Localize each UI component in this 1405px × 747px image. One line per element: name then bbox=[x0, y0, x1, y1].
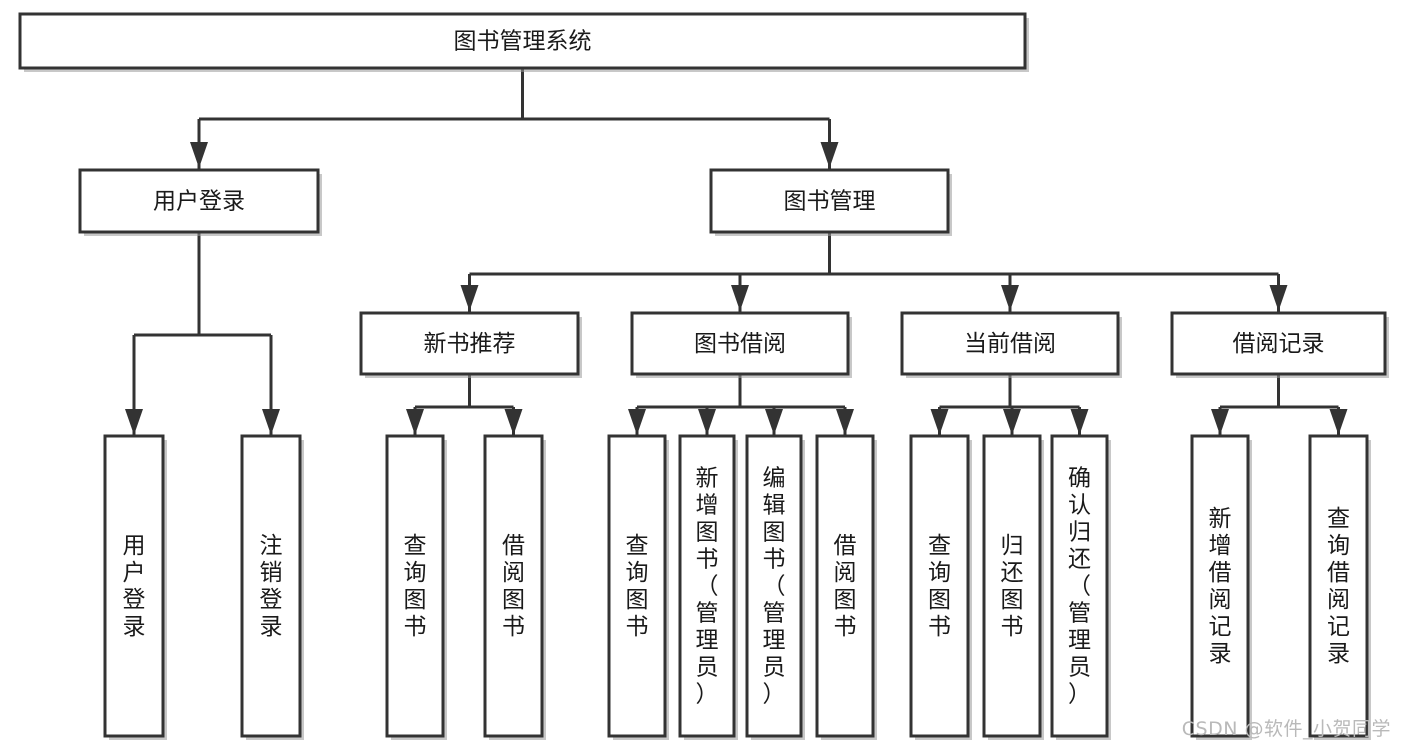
arrow-head-icon bbox=[698, 409, 716, 435]
node-leaf-borrow-book-2-label: 借阅图书 bbox=[834, 533, 857, 640]
node-leaf-query-book-2-box[interactable] bbox=[607, 434, 667, 738]
node-user-login-box[interactable] bbox=[78, 168, 320, 234]
node-leaf-add-book-box[interactable] bbox=[678, 434, 736, 738]
node-book-borrow-label: 图书借阅 bbox=[694, 331, 786, 357]
node-leaf-edit-book-box[interactable] bbox=[745, 434, 803, 738]
arrow-head-icon bbox=[820, 142, 839, 168]
arrow-head-icon bbox=[504, 409, 523, 435]
arrow-head-icon bbox=[930, 409, 949, 435]
node-borrow-record-label: 借阅记录 bbox=[1233, 331, 1325, 357]
watermark-text: CSDN @软件_小贺同学 bbox=[1181, 718, 1391, 740]
arrow-head-icon bbox=[1211, 409, 1229, 435]
node-leaf-borrow-book-1-label: 借阅图书 bbox=[502, 533, 525, 640]
arrow-head-icon bbox=[731, 285, 749, 311]
root-node-box[interactable] bbox=[18, 12, 1027, 70]
node-leaf-query-record-label: 查询借阅记录 bbox=[1327, 506, 1350, 667]
arrow-head-icon bbox=[125, 409, 143, 435]
node-new-book-rec-box[interactable] bbox=[359, 311, 580, 376]
arrow-head-icon bbox=[836, 409, 854, 435]
node-leaf-query-record-box[interactable] bbox=[1308, 434, 1369, 738]
node-borrow-record-box[interactable] bbox=[1170, 311, 1387, 376]
arrow-head-icon bbox=[406, 409, 424, 435]
arrow-head-icon bbox=[1001, 285, 1019, 311]
root-node-label: 图书管理系统 bbox=[454, 29, 592, 55]
arrow-head-icon bbox=[1070, 409, 1089, 435]
node-layer: 图书管理系统用户登录图书管理新书推荐图书借阅当前借阅借阅记录用户登录注销登录查询… bbox=[18, 12, 1389, 740]
node-leaf-query-book-3-box[interactable] bbox=[909, 434, 970, 738]
node-leaf-edit-book-label: 编辑图书（管理员） bbox=[763, 466, 786, 708]
node-new-book-rec-label: 新书推荐 bbox=[424, 331, 516, 357]
node-leaf-logout-box[interactable] bbox=[240, 434, 302, 738]
node-leaf-user-login-box[interactable] bbox=[103, 434, 165, 738]
node-leaf-confirm-return-label: 确认归还（管理员） bbox=[1068, 466, 1091, 708]
arrow-head-icon bbox=[190, 142, 208, 168]
arrow-head-icon bbox=[1269, 285, 1288, 311]
node-leaf-borrow-book-2-box[interactable] bbox=[815, 434, 875, 738]
arrow-head-icon bbox=[628, 409, 646, 435]
node-book-manage-label: 图书管理 bbox=[784, 189, 876, 215]
node-current-borrow-label: 当前借阅 bbox=[964, 331, 1056, 357]
node-leaf-query-book-2-label: 查询图书 bbox=[626, 533, 649, 640]
node-leaf-user-login-label: 用户登录 bbox=[123, 533, 146, 640]
node-book-manage-box[interactable] bbox=[709, 168, 950, 234]
node-leaf-borrow-book-1-box[interactable] bbox=[483, 434, 544, 738]
node-leaf-return-book-label: 归还图书 bbox=[1001, 533, 1024, 640]
arrow-head-icon bbox=[1003, 409, 1021, 435]
node-leaf-return-book-box[interactable] bbox=[982, 434, 1042, 738]
node-leaf-logout-label: 注销登录 bbox=[260, 533, 283, 640]
node-leaf-query-book-1-box[interactable] bbox=[385, 434, 445, 738]
node-leaf-add-book-label: 新增图书（管理员） bbox=[696, 466, 719, 708]
connector-layer bbox=[125, 68, 1348, 436]
node-current-borrow-box[interactable] bbox=[900, 311, 1120, 376]
node-leaf-confirm-return-box[interactable] bbox=[1050, 434, 1109, 738]
arrow-head-icon bbox=[765, 409, 783, 435]
node-leaf-add-record-label: 新增借阅记录 bbox=[1209, 506, 1232, 667]
node-leaf-query-book-1-label: 查询图书 bbox=[404, 533, 427, 640]
node-leaf-query-book-3-label: 查询图书 bbox=[928, 533, 951, 640]
node-leaf-add-record-box[interactable] bbox=[1190, 434, 1250, 738]
arrow-head-icon bbox=[1329, 409, 1348, 435]
node-book-borrow-box[interactable] bbox=[630, 311, 850, 376]
arrow-head-icon bbox=[460, 285, 479, 311]
arrow-head-icon bbox=[262, 409, 280, 435]
node-user-login-label: 用户登录 bbox=[153, 189, 245, 215]
